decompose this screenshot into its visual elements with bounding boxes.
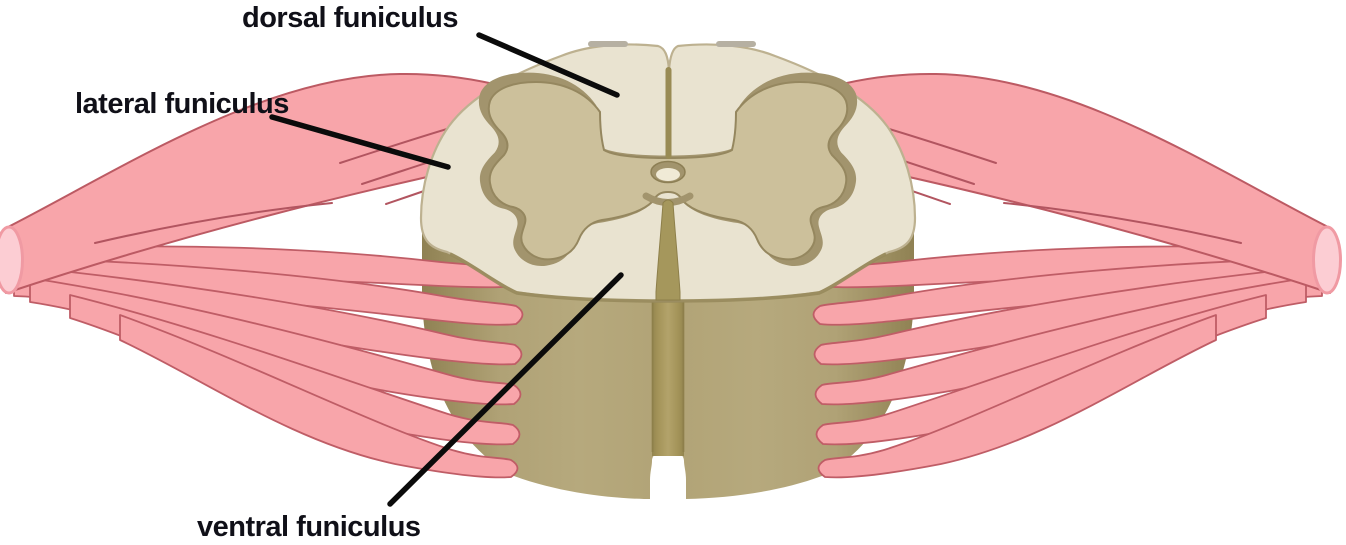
top-rim-sliver: [588, 41, 628, 47]
leader-line-ventral-funiculus: [387, 272, 624, 507]
label-ventral-funiculus: ventral funiculus: [197, 511, 421, 543]
ventral-median-fissure: [655, 199, 681, 301]
label-dorsal-funiculus: dorsal funiculus: [242, 2, 458, 34]
label-lateral-funiculus: lateral funiculus: [75, 88, 289, 120]
leader-line-lateral-funiculus: [269, 114, 451, 170]
top-rim-sliver: [716, 41, 756, 47]
ventral-median-groove: [652, 296, 684, 456]
face-bottom-shadow: [449, 252, 887, 303]
leader-line-dorsal-funiculus: [476, 32, 620, 98]
central-canal: [650, 160, 686, 184]
